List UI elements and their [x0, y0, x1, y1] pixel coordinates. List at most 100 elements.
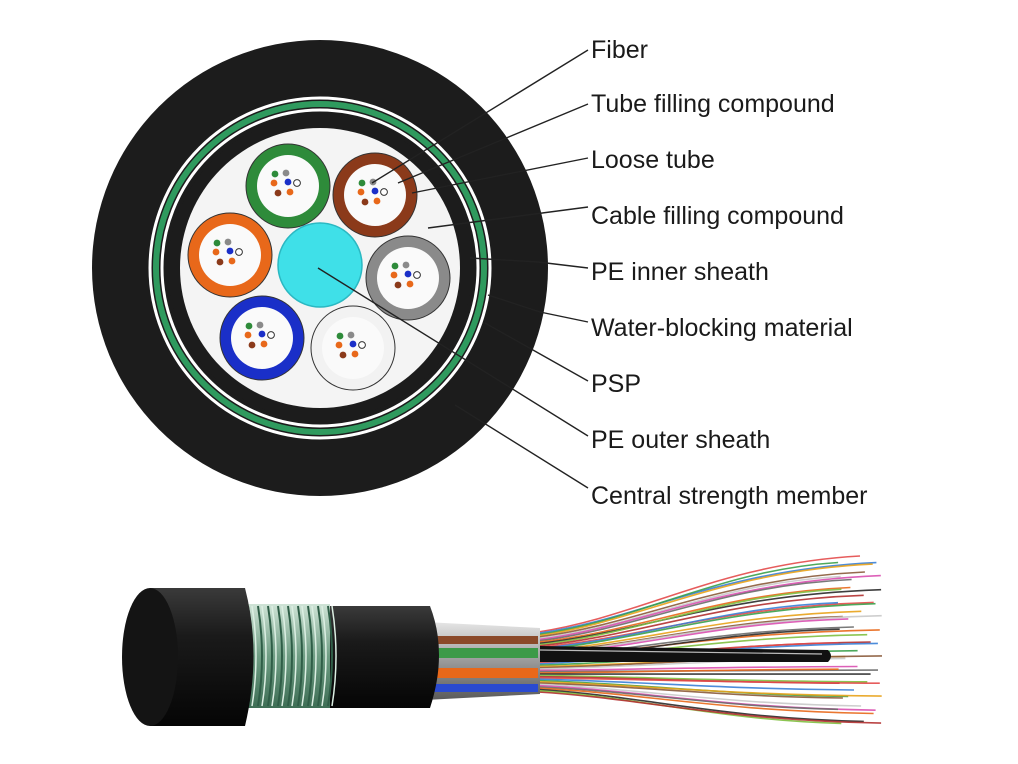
fiber-strand: [361, 198, 369, 206]
fanned-fiber-strand: [537, 691, 882, 724]
fanned-fiber-strand: [537, 588, 842, 646]
fanned-fiber-strand: [537, 683, 862, 707]
fiber-strand: [413, 271, 421, 279]
corrugation-line: [297, 605, 303, 707]
fanned-fiber-strand: [537, 686, 839, 711]
fiber-strand: [235, 248, 243, 256]
label-loose-tube: Loose tube: [591, 146, 715, 174]
fiber-strand: [358, 341, 366, 349]
fiber-strand: [260, 340, 268, 348]
psp-outer-line: [148, 96, 492, 440]
fanned-fibers: [537, 555, 883, 725]
fanned-fiber-strand: [537, 668, 839, 674]
fanned-fiber-strand: [537, 665, 858, 672]
fiber-strand: [391, 262, 399, 270]
loose-tube-3: [187, 212, 273, 298]
fanned-fiber-strand: [537, 571, 865, 638]
fanned-fiber-strand: [537, 594, 864, 647]
fanned-fiber-strand: [537, 561, 839, 636]
fiber-strand: [293, 179, 301, 187]
fanned-fiber-strand: [537, 561, 877, 635]
corrugation-line: [277, 605, 283, 707]
leader-water-blocking-material: [487, 294, 589, 323]
tube-stripe-brown: [428, 636, 538, 644]
label-pe-inner-sheath: PE inner sheath: [591, 258, 769, 286]
tube-stripe-green: [428, 648, 538, 658]
corrugation-highlight: [331, 605, 337, 707]
label-fiber: Fiber: [591, 36, 648, 64]
fanned-fiber-strand: [537, 563, 873, 637]
label-tube-filling-compound: Tube filling compound: [591, 90, 835, 118]
label-pe-outer-sheath: PE outer sheath: [591, 426, 770, 454]
central-strength-member: [277, 222, 363, 308]
fiber-strand: [339, 351, 347, 359]
leader-fiber: [371, 49, 589, 184]
leader-pe-inner-sheath: [469, 257, 589, 269]
fiber-strand: [349, 340, 357, 348]
leader-psp: [484, 322, 589, 382]
fiber-strand: [358, 179, 366, 187]
fiber-strand: [336, 332, 344, 340]
corrugation-line: [317, 605, 323, 707]
outer-sheath-end-face: [122, 588, 178, 726]
tube-stripe-blue: [428, 684, 538, 692]
cable-side-view: [122, 555, 883, 726]
label-cable-filling-compound: Cable filling compound: [591, 202, 844, 230]
corrugation-highlight: [321, 605, 327, 707]
central-rod: [540, 646, 831, 662]
fiber-strand: [406, 280, 414, 288]
loose-tube-5: [219, 295, 305, 381]
fanned-fiber-strand: [537, 677, 880, 684]
label-psp: PSP: [591, 370, 641, 398]
fiber-strand: [213, 239, 221, 247]
fiber-strand: [335, 341, 343, 349]
fiber-strand: [212, 248, 220, 256]
fiber-strand: [244, 331, 252, 339]
corrugation-highlight: [251, 605, 257, 707]
fiber-strand: [228, 257, 236, 265]
fiber-strand: [284, 178, 292, 186]
leader-lines: [317, 49, 589, 489]
corrugation-highlight: [281, 605, 287, 707]
leader-pe-outer-sheath: [317, 267, 589, 437]
fiber-strand: [373, 197, 381, 205]
labels: Fiber Tube filling compound Loose tube C…: [591, 36, 868, 510]
corrugation-line: [267, 605, 273, 707]
fiber-strand: [274, 189, 282, 197]
corrugation-line: [257, 605, 263, 707]
leader-central-strength-member: [454, 404, 589, 489]
water-blocking-layer: [160, 108, 480, 428]
loose-tubes: [187, 143, 451, 391]
psp-band: [153, 101, 487, 435]
fiber-strand: [351, 350, 359, 358]
fiber-strand: [216, 258, 224, 266]
corrugation-highlight: [301, 605, 307, 707]
loose-tube-6: [310, 305, 396, 391]
fanned-fiber-strand: [537, 674, 868, 683]
fanned-fiber-strand: [537, 681, 882, 697]
fiber-strand: [267, 331, 275, 339]
fanned-fiber-strand: [537, 578, 852, 642]
fanned-fiber-strand: [537, 688, 864, 723]
fiber-strand: [404, 270, 412, 278]
tube-stripe-orange: [428, 668, 538, 678]
fiber-strand: [224, 238, 232, 246]
label-central-strength-member: Central strength member: [591, 482, 868, 510]
fiber-strand: [390, 271, 398, 279]
fiber-strand: [357, 188, 365, 196]
tube-filling-compound: [257, 155, 319, 217]
fiber-strand: [402, 261, 410, 269]
fanned-fiber-strand: [537, 555, 861, 633]
cable-cross-section: [92, 40, 548, 496]
fiber-strand: [380, 188, 388, 196]
tube-filling-compound: [199, 224, 261, 286]
fanned-fiber-strand: [537, 575, 841, 640]
corrugation-highlight: [311, 605, 317, 707]
loose-tube-1: [245, 143, 331, 229]
fanned-fiber-strand: [537, 678, 855, 691]
corrugation-highlight: [291, 605, 297, 707]
fiber-strand: [256, 321, 264, 329]
label-water-blocking-material: Water-blocking material: [591, 314, 853, 342]
tube-filling-compound: [344, 164, 406, 226]
